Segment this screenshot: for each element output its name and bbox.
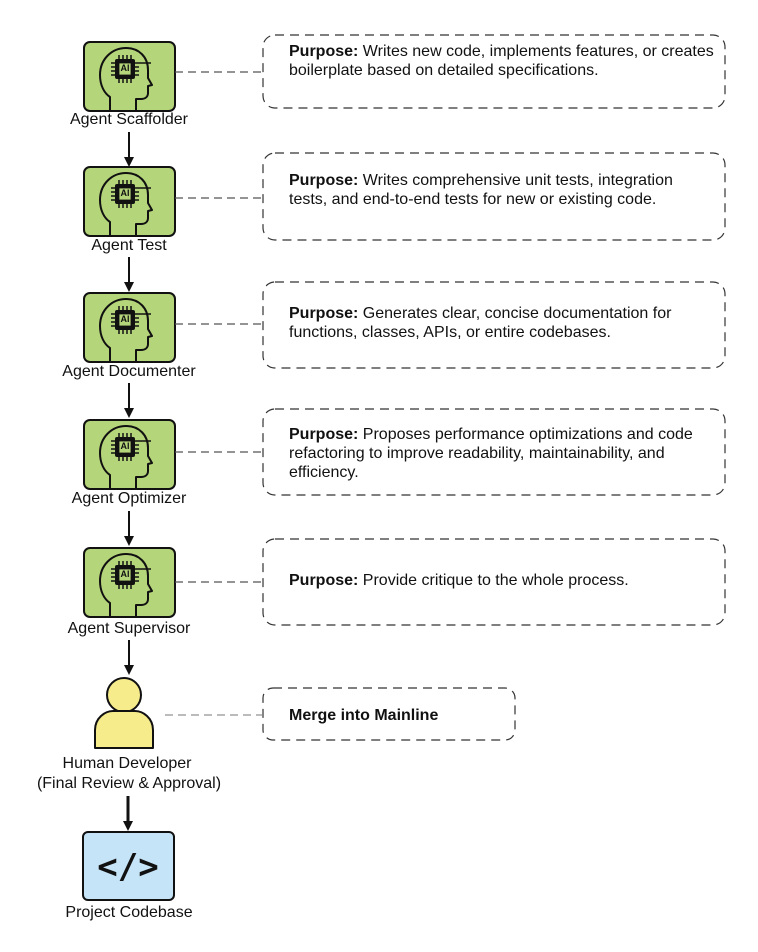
- purpose-box-scaffolder: [262, 34, 726, 109]
- agent-documenter-node: AI Agent Documenter: [62, 292, 196, 380]
- purpose-label: Purpose:: [289, 172, 359, 189]
- agent-test-node: AI Agent Test: [83, 166, 176, 254]
- agent-optimizer-node: AI Agent Optimizer: [72, 419, 187, 507]
- agent-test-label: Agent Test: [91, 237, 167, 254]
- purpose-text-documenter: Purpose: Generates clear, concise docume…: [289, 304, 719, 342]
- chip-label: AI: [121, 441, 130, 451]
- person-head-icon: [106, 677, 142, 713]
- project-codebase-label: Project Codebase: [65, 904, 192, 921]
- purpose-description: Proposes performance optimizations and c…: [289, 426, 693, 481]
- agent-scaffolder-label: Agent Scaffolder: [70, 111, 189, 128]
- purpose-text-test: Purpose: Writes comprehensive unit tests…: [289, 171, 699, 209]
- chip-label: AI: [121, 63, 130, 73]
- agent-documenter-label: Agent Documenter: [62, 363, 196, 380]
- purpose-description: Generates clear, concise documentation f…: [289, 305, 672, 341]
- codebase-tile: [82, 831, 175, 901]
- purpose-label: Purpose:: [289, 43, 359, 60]
- purpose-description: Writes new code, implements features, or…: [289, 43, 714, 79]
- purpose-description: Writes comprehensive unit tests, integra…: [289, 172, 673, 208]
- purpose-text-scaffolder: Purpose: Writes new code, implements fea…: [289, 42, 719, 80]
- purpose-text-optimizer: Purpose: Proposes performance optimizati…: [289, 425, 699, 482]
- merge-box: [262, 687, 516, 741]
- human-developer-label: Human Developer: [63, 755, 193, 772]
- purpose-box-documenter: [262, 281, 726, 369]
- purpose-box-test: [262, 152, 726, 241]
- purpose-box-optimizer: [262, 408, 726, 496]
- purpose-label: Purpose:: [289, 305, 359, 322]
- agent-supervisor-node: AI Agent Supervisor: [68, 547, 191, 637]
- agent-supervisor-label: Agent Supervisor: [68, 620, 191, 637]
- merge-action-text: Merge into Mainline: [289, 707, 439, 724]
- human-developer-node: Human Developer (Final Review & Approval…: [37, 677, 221, 792]
- human-developer-sublabel: (Final Review & Approval): [37, 775, 221, 792]
- chip-label: AI: [121, 188, 130, 198]
- agent-scaffolder-node: AI Agent Scaffolder: [70, 41, 189, 128]
- person-body-icon: [94, 710, 154, 749]
- purpose-label: Purpose:: [289, 426, 359, 443]
- project-codebase-node: </> Project Codebase: [65, 831, 193, 921]
- purpose-text-supervisor: Purpose: Provide critique to the whole p…: [289, 571, 719, 590]
- purpose-label: Purpose:: [289, 572, 359, 589]
- chip-label: AI: [121, 569, 130, 579]
- purpose-box-supervisor: [262, 538, 726, 626]
- purpose-description: Provide critique to the whole process.: [362, 572, 629, 589]
- code-icon: </>: [97, 847, 158, 887]
- chip-label: AI: [121, 314, 130, 324]
- agent-optimizer-label: Agent Optimizer: [72, 490, 187, 507]
